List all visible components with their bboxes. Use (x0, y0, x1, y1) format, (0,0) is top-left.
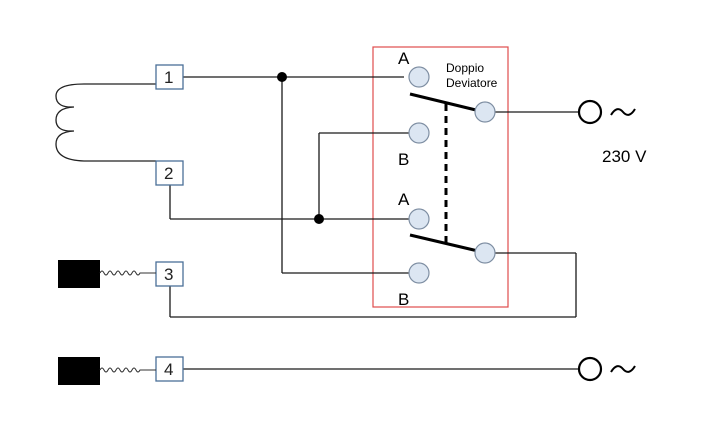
ac-source-icon (577, 99, 636, 125)
terminal-4: 4 (155, 356, 184, 382)
switch-title-line1: Doppio (446, 61, 484, 75)
resistor-icon (58, 260, 156, 288)
terminal-label: 1 (164, 68, 173, 87)
contact-top-a (408, 66, 430, 88)
supply-voltage-label: 230 V (602, 147, 647, 166)
contact-bottom-common (474, 242, 496, 264)
tilde-icon (610, 365, 636, 373)
contact-label-bottom-a: A (398, 190, 410, 209)
switch-lever-bottom (409, 233, 479, 253)
terminal-3: 3 (155, 261, 184, 287)
contact-top-b (408, 122, 430, 144)
tilde-icon (610, 108, 636, 116)
terminal-2: 2 (155, 160, 184, 186)
terminal-label: 4 (164, 360, 173, 379)
terminal-label: 2 (164, 164, 173, 183)
resistor-icon (58, 357, 156, 385)
junction-node (277, 72, 287, 82)
contact-label-top-a: A (398, 49, 410, 68)
switch-title-line2: Deviatore (446, 76, 498, 90)
contact-bottom-b (408, 262, 430, 284)
contact-label-bottom-b: B (398, 290, 409, 309)
switch-lever-top (409, 92, 481, 113)
coil-icon (55, 83, 156, 162)
contact-bottom-a (408, 208, 430, 230)
contact-top-common (474, 101, 496, 123)
terminal-label: 3 (164, 265, 173, 284)
switch-enclosure (372, 46, 509, 308)
wires (169, 76, 579, 370)
junction-node (314, 214, 324, 224)
terminal-1: 1 (155, 64, 184, 90)
ac-source-icon (577, 356, 636, 382)
contact-label-top-b: B (398, 150, 409, 169)
